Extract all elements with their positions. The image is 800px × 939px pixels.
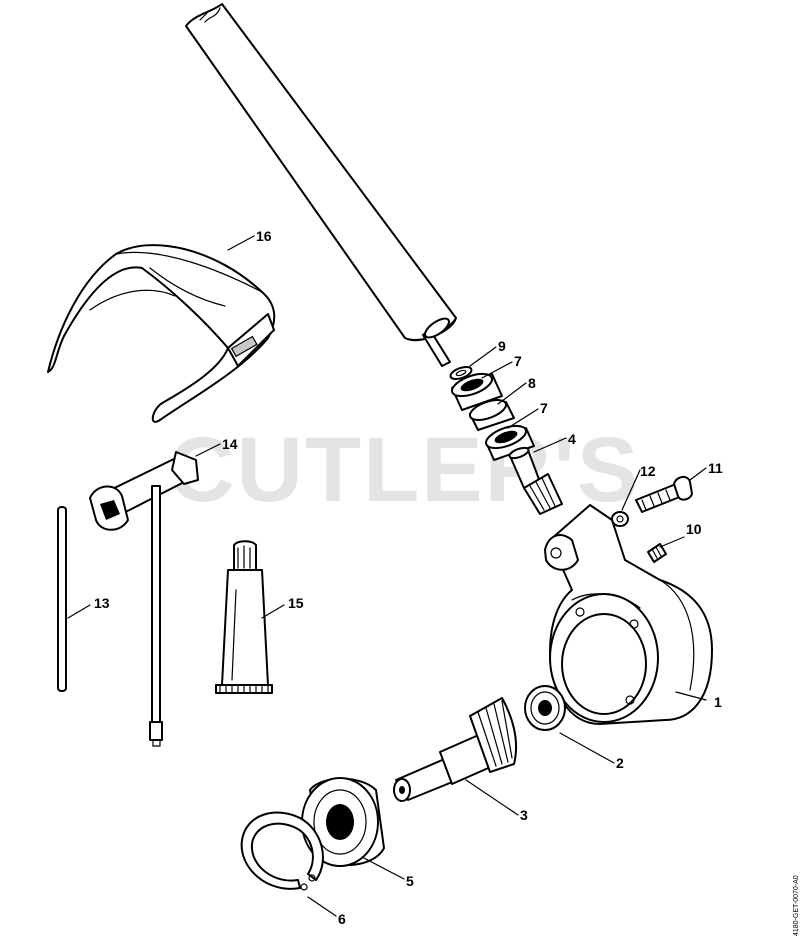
callout-10: 10 xyxy=(686,521,702,537)
grease-tube-icon xyxy=(215,540,273,694)
combination-wrench-icon xyxy=(89,451,199,747)
callout-13: 13 xyxy=(94,595,110,611)
callout-8: 8 xyxy=(528,375,536,391)
callout-9: 9 xyxy=(498,338,506,354)
gear-housing-icon xyxy=(544,504,713,725)
pinion-icon xyxy=(508,446,563,515)
spacer-sleeve-icon xyxy=(468,399,515,431)
safety-glasses-icon xyxy=(47,244,276,423)
callout-16: 16 xyxy=(256,228,272,244)
callout-5: 5 xyxy=(406,873,414,889)
callout-6: 6 xyxy=(338,911,346,927)
document-id: 4180-GET-0070-A0 xyxy=(793,875,800,936)
leader-lines xyxy=(67,235,707,917)
callout-4: 4 xyxy=(568,431,576,447)
callout-7-upper: 7 xyxy=(514,353,522,369)
callout-2: 2 xyxy=(616,755,624,771)
callout-11: 11 xyxy=(708,460,723,476)
small-ball-bearing-icon xyxy=(524,685,566,731)
callout-7-lower: 7 xyxy=(540,400,548,416)
callout-15: 15 xyxy=(288,595,304,611)
callout-14: 14 xyxy=(222,436,238,452)
drive-shaft-bevel-gear-icon xyxy=(393,697,518,802)
drive-tube-icon xyxy=(185,3,457,367)
bearing-ring-icon xyxy=(485,424,535,461)
set-screw-icon xyxy=(647,543,667,563)
callout-12: 12 xyxy=(640,463,656,479)
washer-icon xyxy=(449,365,473,381)
bearing-ring-icon xyxy=(451,372,503,411)
steel-pin-icon xyxy=(57,506,67,692)
large-ball-bearing-icon xyxy=(301,777,385,867)
screw-icon xyxy=(635,476,693,513)
circlip-icon xyxy=(240,811,324,891)
callout-1: 1 xyxy=(714,694,722,710)
callout-3: 3 xyxy=(520,807,528,823)
washer-icon xyxy=(611,511,629,527)
